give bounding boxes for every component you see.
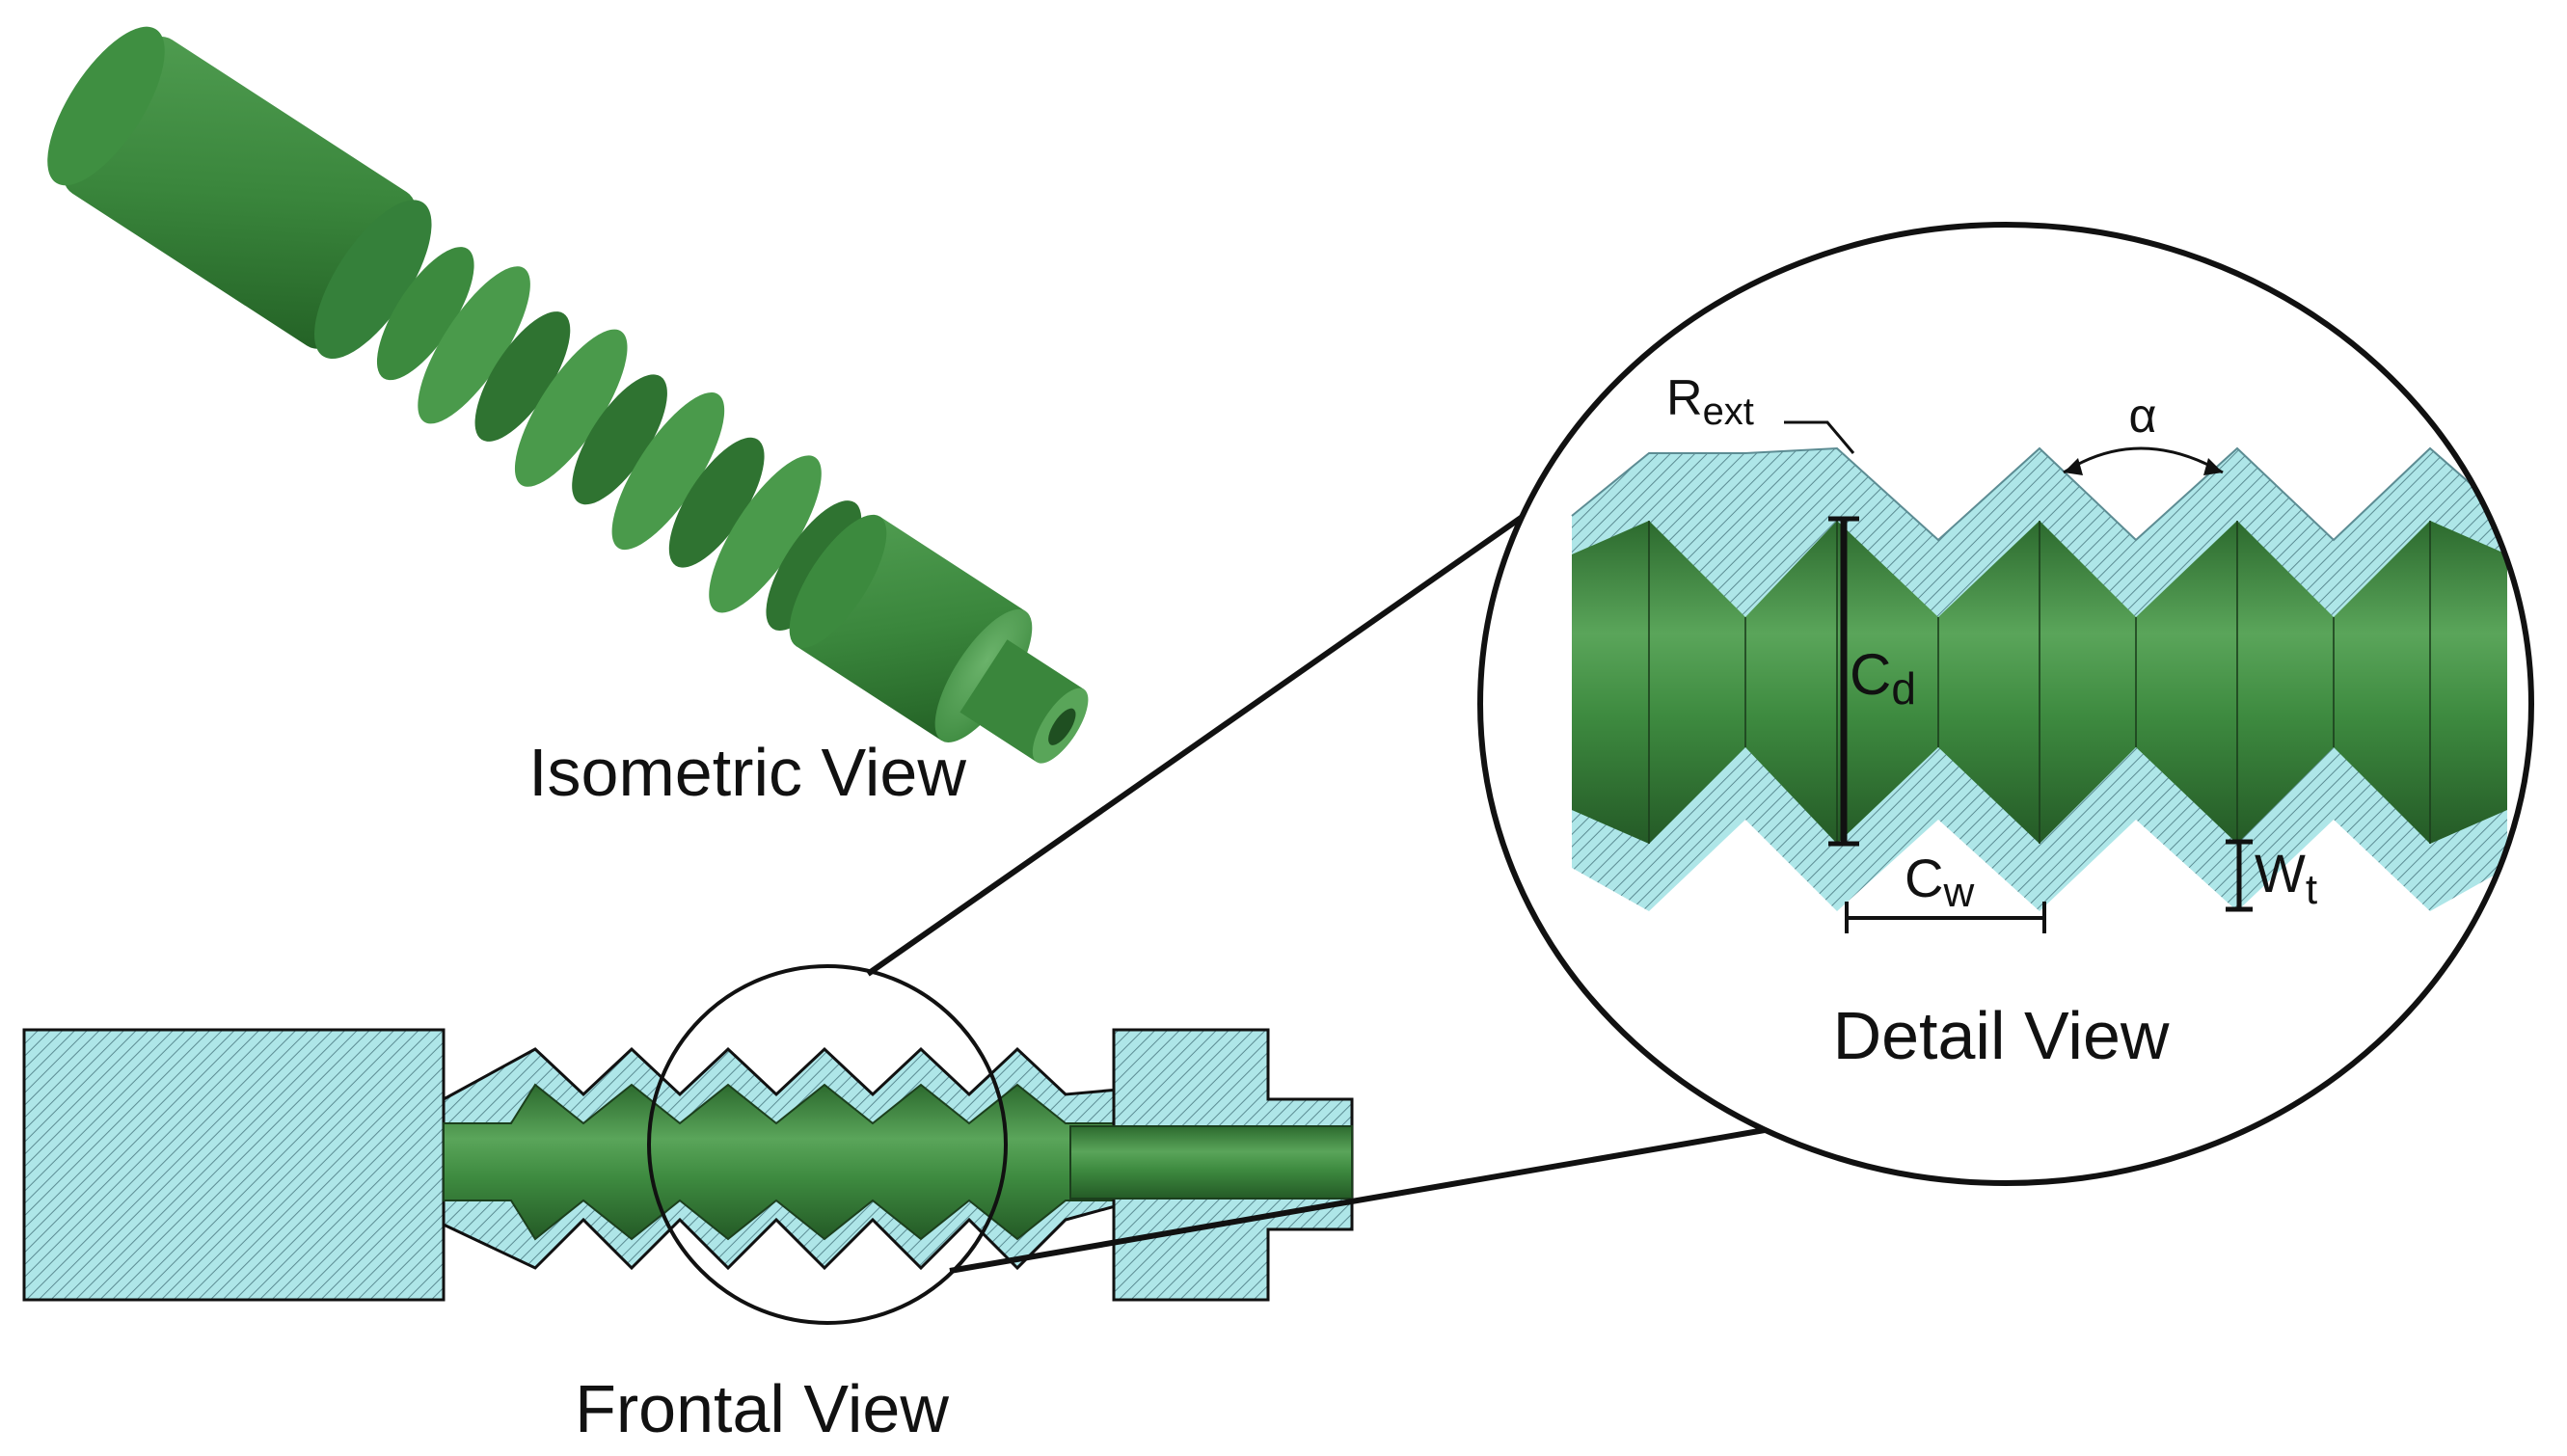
connector-line-bottom [949,1127,1766,1274]
detail-view: Rext α Cd Cw Wt [1477,222,2534,1186]
detail-circle-outline [1477,222,2534,1186]
wt-dimension [2226,839,2253,912]
alpha-arc [2063,446,2224,474]
wt-label: Wt [2255,843,2317,913]
frontal-nozzle-bore [1069,1125,1353,1200]
r-ext-leader [1784,420,1855,454]
frontal-view: Frontal View [22,964,1354,1446]
cw-label: Cw [1905,848,1974,916]
frontal-magnifier-circle [647,964,1008,1325]
r-ext-label: Rext [1666,370,1754,433]
connector-line-top [866,506,1535,977]
frontal-view-caption: Frontal View [575,1371,949,1446]
cd-label: Cd [1850,642,1916,714]
isometric-view-caption: Isometric View [528,735,966,810]
isometric-view: Isometric View [47,26,1089,810]
alpha-label: α [2129,389,2157,443]
detail-view-caption: Detail View [1833,998,2170,1073]
cw-dimension [1845,902,2046,933]
cd-dimension [1828,516,1859,847]
frontal-left-block [22,1028,446,1302]
